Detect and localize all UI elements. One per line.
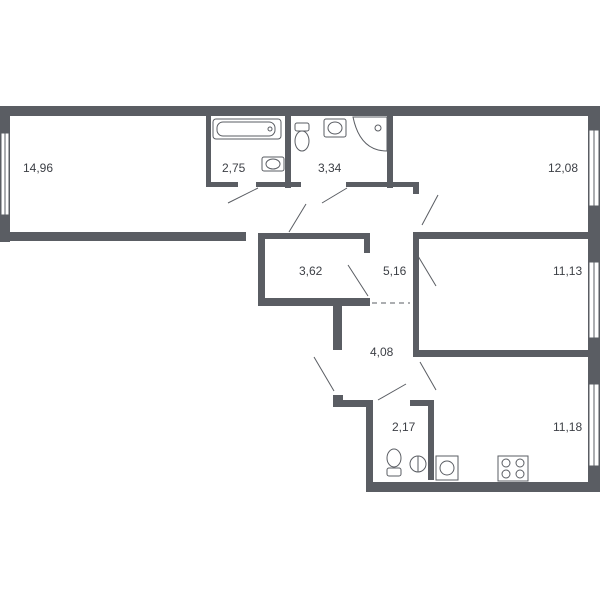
wall-bedroom-mid-bottom [413, 350, 588, 357]
wall-storage-right [364, 233, 370, 253]
door-bedroom-top [421, 194, 439, 226]
door-bedroom-middle [417, 255, 437, 287]
room-area-storage: 3,62 [299, 264, 323, 278]
wall-corridor-top-stub [393, 182, 419, 187]
wall-bath-bottom-left [206, 182, 238, 187]
wall-bath-bottom-right [256, 182, 291, 187]
room-area-hallway: 4,08 [370, 345, 394, 359]
wall-bath2-bottom-left [285, 182, 301, 187]
room-area-bath: 2,75 [222, 161, 246, 175]
wall-bottom [366, 482, 600, 492]
wall-hallway-left [333, 306, 342, 350]
wall-bedroom-mid-top [413, 232, 588, 239]
washing-machine-icon [435, 455, 459, 481]
door-living [288, 203, 307, 233]
door-storage [347, 264, 369, 297]
wall-wc-top [333, 400, 371, 407]
stove-icon [497, 455, 529, 482]
wall-wc-left [366, 400, 373, 492]
windows [0, 129, 600, 467]
doors [227, 187, 439, 401]
door-kitchen [419, 361, 437, 391]
wall-bath2-bottom-right [346, 182, 393, 187]
wall-top [0, 106, 600, 116]
room-area-bedroom-top-right: 12,08 [548, 161, 578, 175]
wall-bath2-right [387, 116, 393, 188]
wall-storage-top [258, 233, 370, 239]
room-area-kitchen: 11,18 [553, 420, 582, 434]
room-labels: 14,96 2,75 3,34 12,08 3,62 5,16 11,13 4,… [23, 161, 582, 434]
sink-icon [409, 455, 427, 473]
wall-wc-right [428, 400, 434, 480]
toilet-icon [386, 448, 402, 477]
door-entrance [313, 356, 335, 392]
wall-bedroom-mid-left [413, 232, 419, 357]
wall-wc-top-right [410, 400, 434, 406]
wall-bedroom-top-stub [413, 186, 419, 194]
door-wc [377, 383, 407, 401]
wall-bath-left [206, 116, 211, 186]
wall-storage-left [258, 233, 265, 306]
room-area-corridor: 5,16 [383, 264, 407, 278]
toilet-icon [294, 122, 310, 152]
door-bath [227, 187, 259, 204]
wall-storage-bottom [258, 298, 370, 306]
room-area-wc: 2,17 [392, 420, 416, 434]
walls [0, 106, 600, 492]
bathtub-icon [212, 118, 282, 140]
wall-living-bottom [0, 232, 246, 241]
shower-icon [352, 116, 388, 152]
wall-bath-partition [285, 116, 291, 188]
sink-icon [323, 118, 347, 138]
room-area-bathroom-2: 3,34 [318, 161, 342, 175]
room-area-living-left: 14,96 [23, 161, 53, 175]
door-bathroom-2 [321, 187, 348, 204]
sink-icon [261, 156, 285, 172]
room-area-bedroom-middle-right: 11,13 [553, 264, 582, 278]
